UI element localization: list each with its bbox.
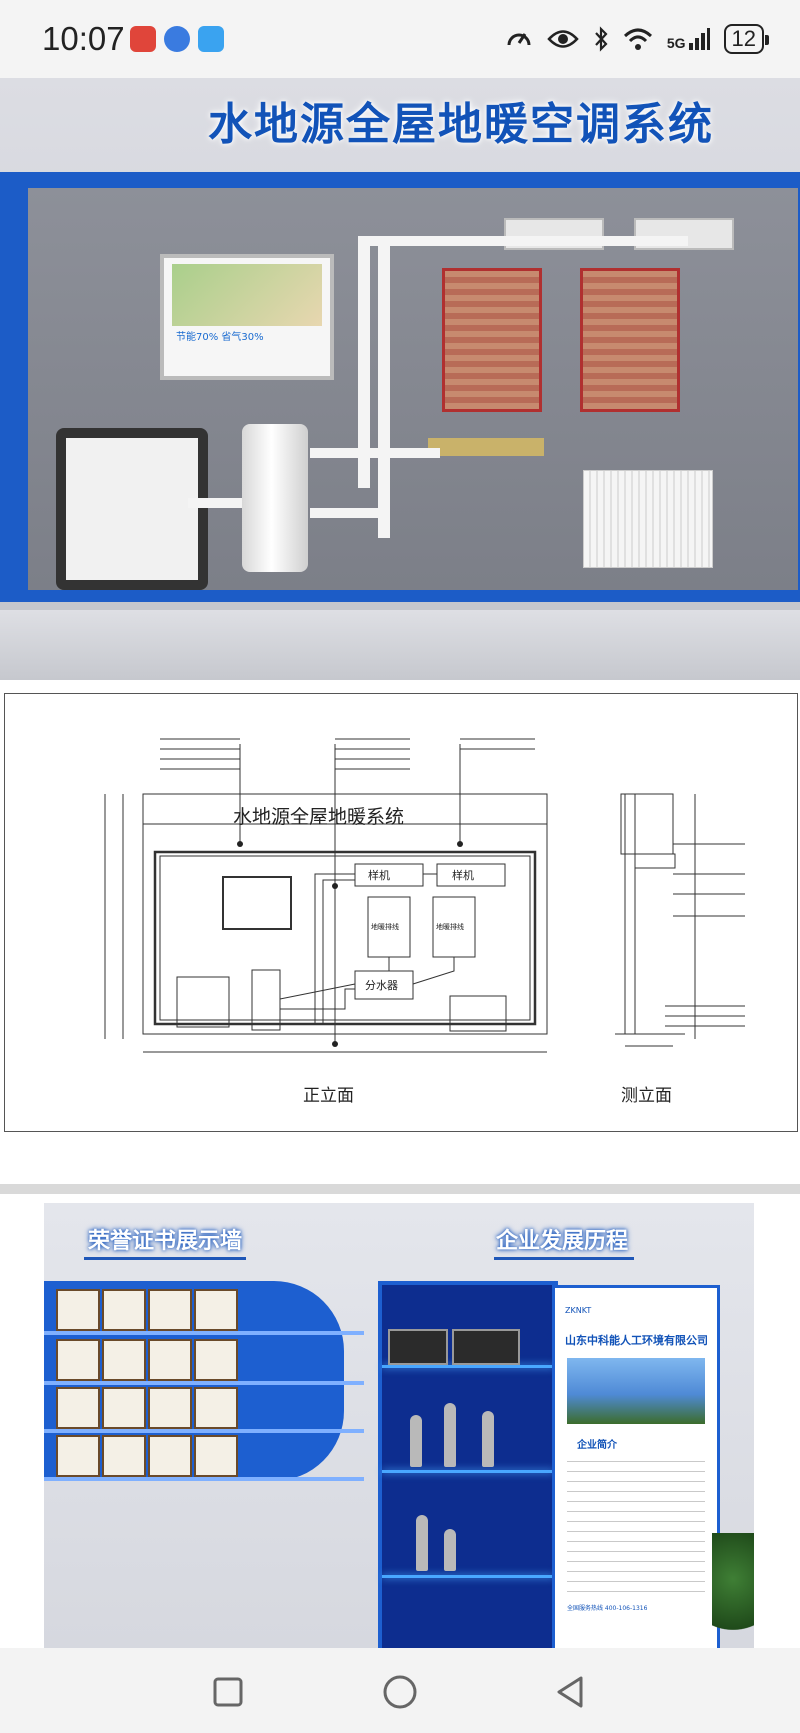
pipe — [310, 508, 380, 518]
certificate-wall — [44, 1281, 364, 1481]
browser-notification-icon — [164, 26, 190, 52]
certificate — [148, 1387, 192, 1429]
poster-body-text — [567, 1456, 705, 1596]
display-screen: 节能70% 省气30% — [160, 254, 334, 380]
pipe — [358, 238, 370, 488]
recents-button[interactable] — [206, 1670, 250, 1714]
speed-icon — [507, 33, 531, 46]
cabinet-shelf — [382, 1470, 554, 1473]
certificate — [56, 1339, 100, 1381]
coil-label-left: 地暖排线 — [371, 923, 399, 931]
pipe — [378, 238, 390, 538]
exhibit-room: 节能70% 省气30% — [28, 188, 798, 590]
shelf — [44, 1331, 364, 1335]
certificate — [194, 1339, 238, 1381]
manifold-label: 分水器 — [365, 979, 398, 992]
certificate — [102, 1387, 146, 1429]
battery-indicator: 12 — [723, 24, 770, 54]
poster-section-title: 企业简介 — [577, 1440, 617, 1451]
pipe — [188, 498, 242, 508]
pipe — [310, 448, 440, 458]
certificate — [194, 1435, 238, 1477]
poster-hotline: 全国服务热线 400-106-1316 — [567, 1605, 648, 1612]
heat-pump-unit — [56, 428, 208, 590]
company-poster: ZKNKT 山东中科能人工环境有限公司 企业简介 全国服务热线 400-106-… — [552, 1285, 720, 1648]
network-type: 5G — [666, 35, 686, 51]
floor-heating-coil-right — [580, 268, 680, 412]
certificate — [102, 1435, 146, 1477]
unit-label-left: 样机 — [368, 869, 390, 882]
plant — [712, 1533, 754, 1648]
side-view-label: 测立面 — [621, 1086, 672, 1106]
poster-logo: ZKNKT — [565, 1306, 592, 1315]
certificate — [194, 1387, 238, 1429]
screen-image — [172, 264, 322, 326]
app-notification-icon — [130, 26, 156, 52]
status-icons: 5G 12 — [505, 22, 770, 56]
floor-heating-coil-left — [442, 268, 542, 412]
certificate — [148, 1289, 192, 1331]
section-divider — [0, 1184, 800, 1194]
history-wall-title: 企业发展历程 — [496, 1229, 629, 1254]
certificate — [148, 1435, 192, 1477]
navigation-bar — [0, 1648, 800, 1733]
certificate — [56, 1289, 100, 1331]
certificate — [56, 1435, 100, 1477]
certificate — [194, 1289, 238, 1331]
exhibit-title: 水地源全屋地暖空调系统 — [208, 99, 714, 150]
plaque — [452, 1329, 520, 1365]
trophy — [482, 1411, 494, 1467]
exhibit-photo-1[interactable]: 水地源全屋地暖空调系统 节能70% 省气30% — [0, 78, 800, 680]
technical-drawing[interactable]: 水地源全屋地暖系统 样机 样机 地暖排线 地暖排线 分水器 正立面 测立面 — [4, 693, 798, 1132]
trophy — [410, 1415, 422, 1467]
certificate — [102, 1339, 146, 1381]
circle-icon — [383, 1675, 417, 1709]
shelf — [44, 1381, 364, 1385]
trophy — [444, 1403, 456, 1467]
trophy — [444, 1529, 456, 1571]
status-time: 10:07 — [42, 20, 125, 57]
certificate — [102, 1289, 146, 1331]
certificate — [56, 1387, 100, 1429]
bluetooth-icon — [595, 26, 608, 52]
shelf — [44, 1429, 364, 1433]
triangle-back-icon — [557, 1676, 583, 1708]
status-bar: 10:07 5G 12 — [0, 0, 800, 78]
drawing-title: 水地源全屋地暖系统 — [233, 806, 405, 828]
manifold — [428, 438, 544, 456]
cabinet-shelf — [382, 1575, 554, 1578]
shelf — [44, 1477, 364, 1481]
water-tank — [242, 424, 308, 572]
weather-notification-icon — [198, 26, 224, 52]
trophy-cabinet — [378, 1281, 558, 1648]
plaque — [388, 1329, 448, 1365]
signal-icon — [688, 28, 710, 50]
honor-wall-title: 荣誉证书展示墙 — [88, 1229, 243, 1254]
poster-building-photo — [567, 1358, 705, 1424]
certificate — [148, 1339, 192, 1381]
eye-icon — [547, 30, 579, 48]
coil-label-right: 地暖排线 — [436, 923, 464, 931]
exhibit-floor — [0, 610, 800, 680]
wifi-icon — [623, 28, 652, 50]
square-icon — [213, 1677, 243, 1707]
unit-label-right: 样机 — [452, 869, 474, 882]
trophy — [416, 1515, 428, 1571]
pipe — [358, 236, 688, 246]
home-button[interactable] — [378, 1670, 422, 1714]
exhibit-photo-2[interactable]: 荣誉证书展示墙 企业发展历程 ZKNKT — [44, 1203, 754, 1648]
signal-indicator: 5G — [667, 28, 710, 50]
radiator — [583, 470, 713, 568]
back-button[interactable] — [548, 1670, 592, 1714]
drawing-lines — [104, 738, 745, 1053]
history-wall-underline — [494, 1257, 634, 1260]
poster-company-name: 山东中科能人工环境有限公司 — [565, 1334, 708, 1347]
exhibit-frame: 节能70% 省气30% — [0, 172, 800, 602]
front-view-label: 正立面 — [303, 1086, 354, 1106]
honor-wall-underline — [84, 1257, 246, 1260]
screen-text: 节能70% 省气30% — [176, 332, 264, 343]
cabinet-shelf — [382, 1365, 554, 1368]
